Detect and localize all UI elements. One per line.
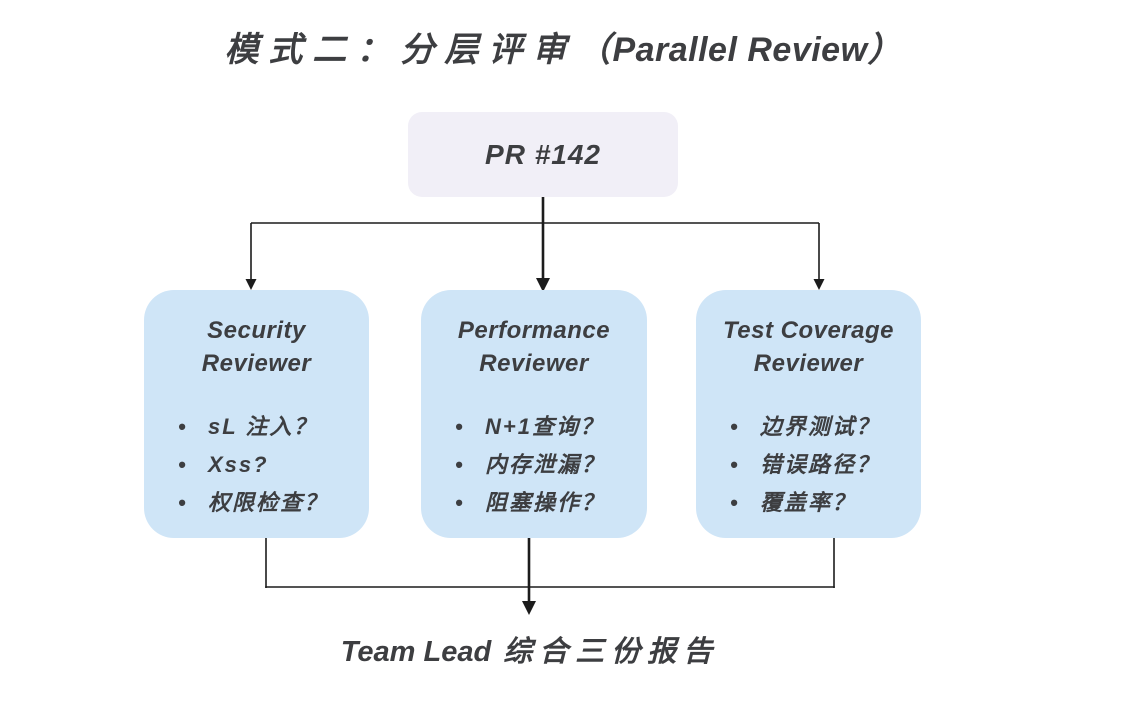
test-coverage-reviewer-checklist: 边界测试？ 错误路径？ 覆盖率？: [696, 408, 921, 522]
list-item: 边界测试？: [730, 408, 913, 446]
page-title: 模式二：分层评审（Parallel Review）: [0, 30, 1128, 71]
arrowhead-right-box: [813, 279, 825, 290]
page-title-paren-open: （: [576, 31, 613, 69]
team-lead-summary-zh: 综合三份报告: [503, 636, 720, 668]
team-lead-summary-en: Team Lead: [340, 636, 492, 668]
arrowhead-mid-box: [536, 278, 550, 292]
security-reviewer-box: Security Reviewer sL 注入？ Xss? 权限检查？: [144, 290, 369, 538]
team-lead-summary-label: Team Lead 综合三份报告: [0, 628, 1060, 670]
arrowhead-team-lead: [522, 601, 536, 615]
list-item: Xss?: [178, 446, 361, 484]
page-title-en: Parallel Review: [612, 31, 868, 69]
list-item: 内存泄漏？: [455, 446, 639, 484]
security-reviewer-title: Security Reviewer: [152, 314, 361, 380]
list-item: 阻塞操作？: [455, 484, 639, 522]
performance-reviewer-checklist: N+1查询？ 内存泄漏？ 阻塞操作？: [421, 408, 647, 522]
performance-reviewer-title-line2: Reviewer: [479, 350, 589, 377]
performance-reviewer-title-line1: Performance: [457, 317, 611, 344]
performance-reviewer-title: Performance Reviewer: [429, 314, 639, 380]
test-coverage-reviewer-title: Test Coverage Reviewer: [704, 314, 913, 380]
pr-node: PR #142: [408, 112, 678, 197]
list-item: N+1查询？: [455, 408, 639, 446]
security-reviewer-title-line1: Security: [207, 317, 306, 344]
performance-reviewer-box: Performance Reviewer N+1查询？ 内存泄漏？ 阻塞操作？: [421, 290, 647, 538]
page-title-zh: 模式二：分层评审: [224, 31, 577, 69]
list-item: sL 注入？: [178, 408, 361, 446]
security-reviewer-title-line2: Reviewer: [201, 350, 312, 377]
list-item: 覆盖率？: [730, 484, 913, 522]
pr-node-label: PR #142: [485, 138, 601, 170]
page-title-paren-close: ）: [867, 31, 904, 69]
arrowhead-left-box: [245, 279, 257, 290]
list-item: 错误路径？: [730, 446, 913, 484]
test-coverage-reviewer-box: Test Coverage Reviewer 边界测试？ 错误路径？ 覆盖率？: [696, 290, 921, 538]
security-reviewer-checklist: sL 注入？ Xss? 权限检查？: [144, 408, 369, 522]
test-coverage-reviewer-title-line2: Reviewer: [753, 350, 864, 377]
test-coverage-reviewer-title-line1: Test Coverage: [722, 317, 894, 344]
list-item: 权限检查？: [178, 484, 361, 522]
